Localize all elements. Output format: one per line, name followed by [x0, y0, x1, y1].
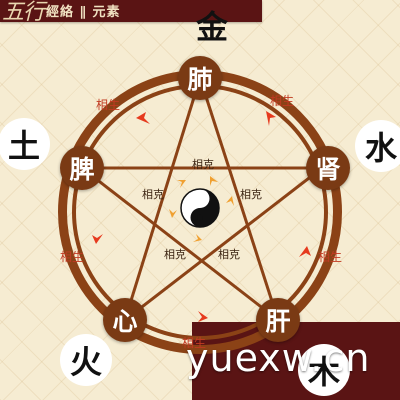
- star-line-kidney-heart: [124, 166, 323, 322]
- ke-arrow-2: [210, 176, 218, 186]
- sheng-arrow-spleen-lung: [136, 112, 150, 124]
- star-line-lung-liver: [198, 77, 280, 321]
- organ-kidney: 肾: [306, 146, 350, 190]
- title-script: 五行: [2, 0, 45, 22]
- sheng-arrow-heart-spleen: [92, 234, 103, 244]
- element-earth: 土: [0, 118, 50, 170]
- title-banner: 五行 經絡 ∥ 元素: [0, 0, 262, 22]
- ke-label-bottom-right: 相克: [218, 248, 240, 261]
- title-text: 經絡 ∥ 元素: [46, 5, 121, 20]
- pentagram-lines: [81, 77, 323, 322]
- sheng-label-left: 相生: [60, 250, 85, 264]
- sheng-label-top-left: 相生: [96, 98, 121, 112]
- watermark-text: yuexw.cn: [186, 336, 371, 380]
- element-fire: 火: [60, 334, 112, 386]
- organ-liver: 肝: [256, 298, 300, 342]
- element-wood: 木: [298, 344, 350, 396]
- ke-arrows: [169, 176, 234, 242]
- ke-label-left: 相克: [142, 188, 164, 201]
- sheng-label-right: 相生: [318, 250, 343, 264]
- sheng-arrows: [92, 111, 311, 322]
- element-metal: 金: [195, 8, 228, 46]
- ke-label-top: 相克: [192, 158, 214, 171]
- ke-label-bottom-left: 相克: [164, 248, 186, 261]
- sheng-label-bottom: 相生: [182, 336, 207, 350]
- ke-arrow-4: [193, 234, 202, 242]
- ke-label-right: 相克: [240, 188, 262, 201]
- sheng-arrow-kidney-liver: [299, 246, 311, 257]
- organ-spleen: 脾: [60, 146, 104, 190]
- sheng-arrow-lung-kidney: [266, 111, 276, 126]
- sheng-label-top-right: 相生: [270, 94, 295, 108]
- organ-heart: 心: [103, 298, 147, 342]
- ke-arrow-5: [169, 209, 177, 218]
- yin-yang-icon: [180, 188, 220, 228]
- ke-arrow-3: [226, 196, 234, 206]
- star-line-spleen-liver: [81, 166, 279, 322]
- element-water: 水: [355, 120, 400, 172]
- star-line-lung-heart: [123, 77, 202, 321]
- organ-lung: 肺: [178, 56, 222, 100]
- ke-arrow-1: [177, 180, 186, 188]
- sheng-arrow-liver-heart: [198, 311, 208, 322]
